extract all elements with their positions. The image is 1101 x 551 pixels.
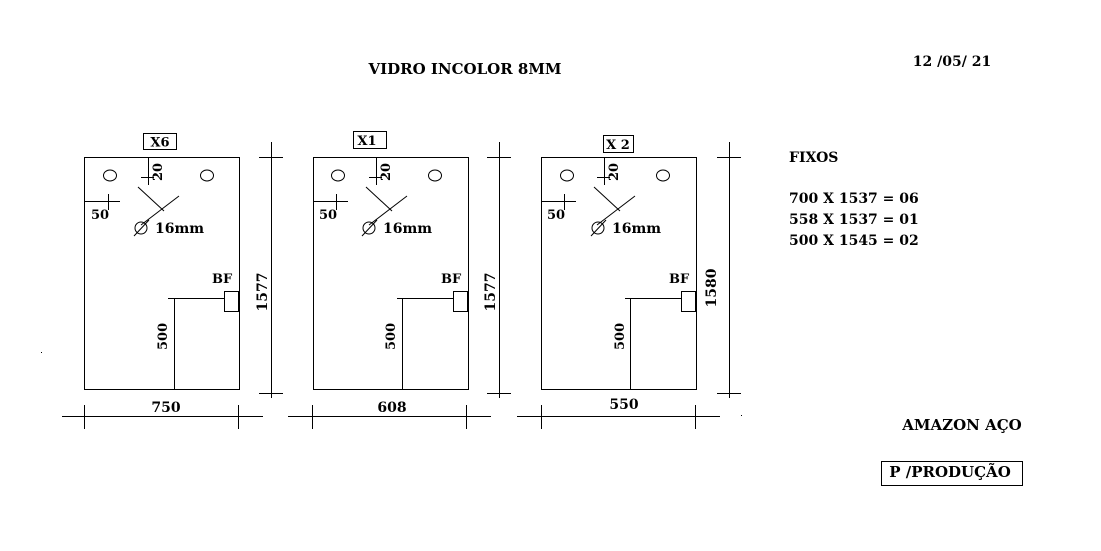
diameter-symbol-icon: [362, 221, 376, 235]
mounting-hole-icon: [103, 169, 117, 182]
bf-label: BF: [212, 272, 233, 287]
width-dimension: 750: [151, 400, 180, 416]
bf-lock-box: [224, 291, 239, 312]
dimension-50: 50: [547, 208, 565, 223]
quantity-tag-box: [143, 133, 177, 150]
width-dimension: 550: [609, 397, 638, 413]
quantity-tag-box: [603, 135, 634, 153]
dimension-20: 20: [379, 163, 394, 181]
height-dimension: 1577: [255, 273, 271, 312]
quantity-tag: X6: [150, 136, 169, 151]
drawing-title: VIDRO INCOLOR 8MM: [367, 60, 561, 78]
quantity-tag: X1: [357, 134, 376, 149]
height-dimension: 1577: [483, 273, 499, 312]
bf-lock-box: [681, 291, 696, 312]
dimension-20: 20: [607, 163, 622, 181]
mounting-hole-icon: [560, 169, 574, 182]
glass-panel-3: X 2 20 50 16mm BF 500 550 1580: [517, 135, 741, 429]
panel-outline: [84, 157, 240, 390]
drawing-date: 12 /05/ 21: [913, 54, 991, 70]
hole-diameter-label: 16mm: [383, 221, 432, 237]
production-stamp: P /PRODUÇÃO: [889, 462, 1011, 481]
diameter-symbol-icon: [591, 221, 605, 235]
dimension-500: 500: [156, 323, 171, 350]
bf-lock-box: [453, 291, 468, 312]
fixos-line: 700 X 1537 = 06: [789, 191, 919, 207]
diameter-symbol-icon: [134, 221, 148, 235]
hole-diameter-label: 16mm: [612, 221, 661, 237]
glass-panel-1: X6 20 50 16mm BF 500 750 1577: [62, 133, 283, 429]
dimension-500: 500: [384, 323, 399, 350]
fixos-line: 500 X 1545 = 02: [789, 233, 919, 249]
dimension-500: 500: [613, 323, 628, 350]
dimension-20: 20: [151, 163, 166, 181]
height-dimension: 1580: [704, 268, 720, 307]
mounting-hole-icon: [200, 169, 214, 182]
production-stamp-box: [881, 461, 1023, 486]
glass-panel-2: X1 20 50 16mm BF 500 608 1577: [288, 131, 511, 429]
mounting-hole-icon: [656, 169, 670, 182]
company-name: AMAZON AÇO: [901, 416, 1021, 434]
quantity-tag: X 2: [606, 138, 630, 153]
hole-diameter-label: 16mm: [155, 221, 204, 237]
fixos-list: FIXOS 700 X 1537 = 06 558 X 1537 = 01 50…: [789, 150, 919, 249]
panel-outline: [541, 157, 697, 390]
bf-label: BF: [441, 272, 462, 287]
quantity-tag-box: [353, 131, 387, 149]
mounting-hole-icon: [331, 169, 345, 182]
mounting-hole-icon: [428, 169, 442, 182]
dimension-50: 50: [319, 208, 337, 223]
dimension-50: 50: [91, 208, 109, 223]
bf-label: BF: [669, 272, 690, 287]
fixos-heading: FIXOS: [789, 150, 838, 166]
width-dimension: 608: [377, 400, 406, 416]
panel-outline: [313, 157, 469, 390]
fixos-line: 558 X 1537 = 01: [789, 212, 919, 228]
